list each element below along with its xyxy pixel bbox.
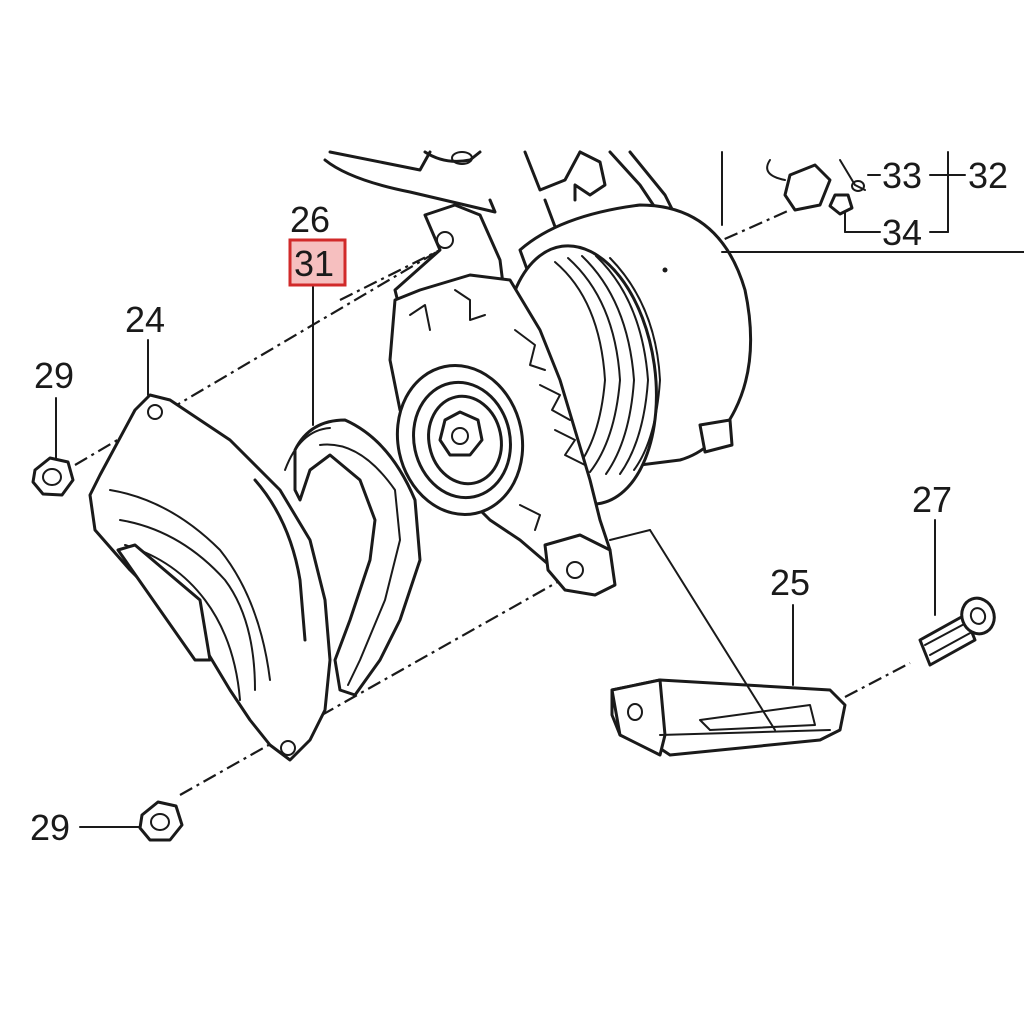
bolt-27	[918, 596, 996, 667]
adjust-bracket	[609, 529, 847, 757]
engine-bracket-fragment	[323, 150, 677, 242]
leader-lines	[55, 284, 936, 828]
part-label-29-top[interactable]: 29	[34, 355, 74, 396]
part-label-34[interactable]: 34	[882, 212, 922, 253]
alternator	[388, 203, 753, 597]
part-label-24[interactable]: 24	[125, 299, 165, 340]
part-label-25[interactable]: 25	[770, 562, 810, 603]
part-label-27[interactable]: 27	[912, 479, 952, 520]
terminal-assembly	[721, 151, 1024, 253]
part-label-29-bottom[interactable]: 29	[30, 807, 70, 848]
part-label-26[interactable]: 26	[290, 199, 330, 240]
highlight-box	[288, 238, 347, 287]
belt-cover	[88, 393, 332, 762]
part-label-31[interactable]: 31	[294, 243, 334, 284]
part-label-32[interactable]: 32	[968, 155, 1008, 196]
assembly-centerlines	[74, 208, 911, 796]
part-label-33[interactable]: 33	[882, 155, 922, 196]
nut-29-bottom	[138, 800, 184, 842]
nut-29-top	[31, 456, 75, 497]
v-belt	[284, 418, 422, 697]
